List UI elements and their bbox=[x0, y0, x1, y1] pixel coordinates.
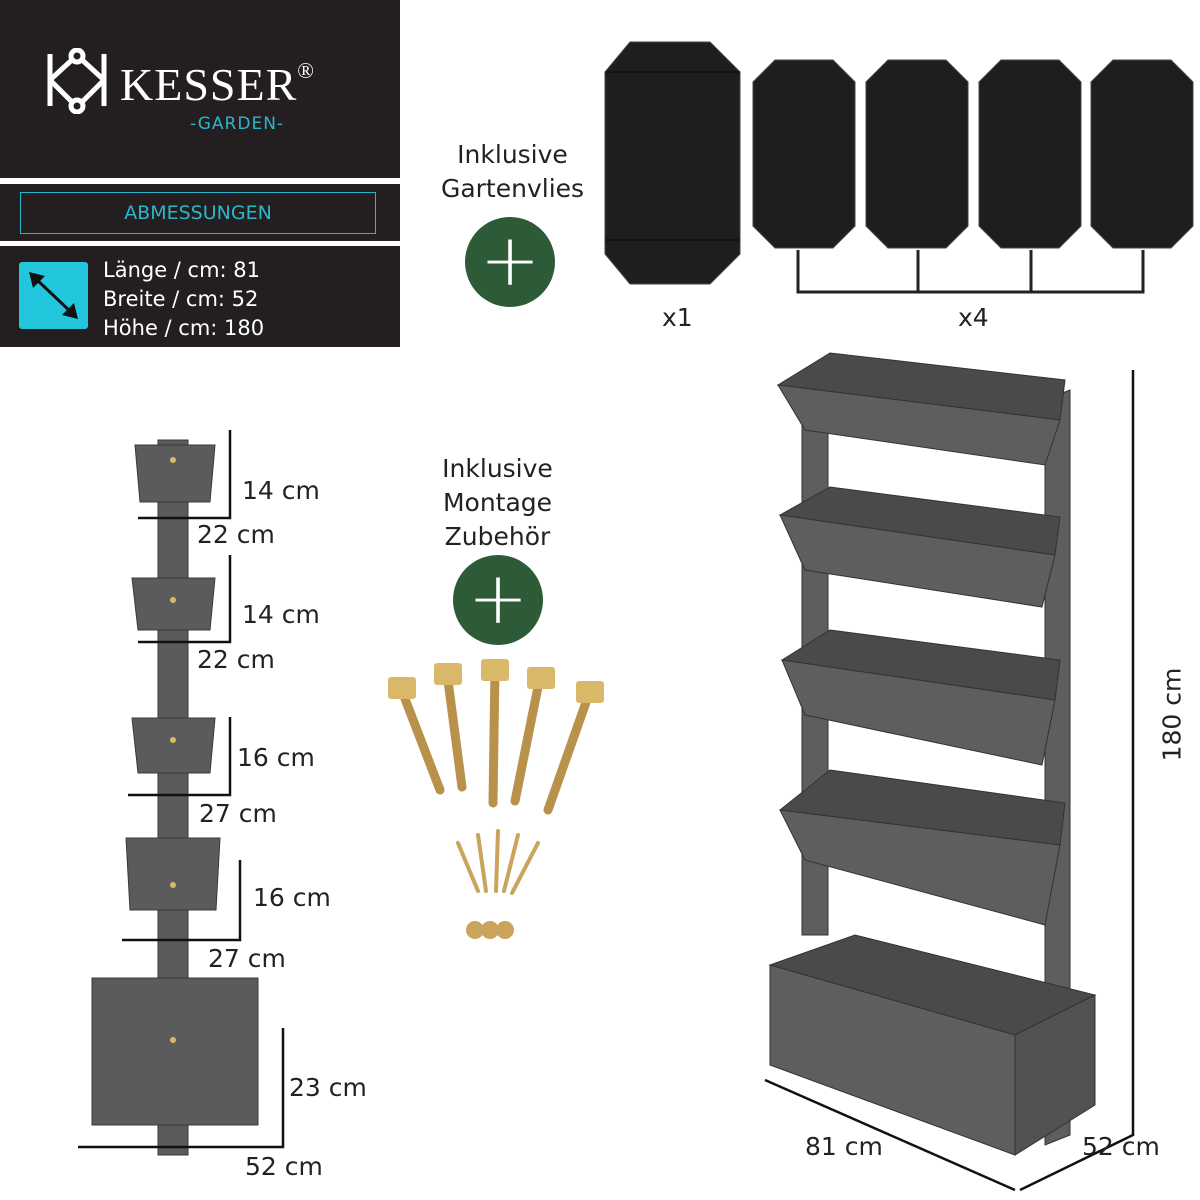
side-dim-3: 14 cm bbox=[242, 600, 320, 629]
tier bbox=[776, 352, 1066, 466]
small-screw bbox=[502, 833, 520, 893]
side-dim-6: 27 cm bbox=[199, 799, 277, 828]
side-dim-2: 22 cm bbox=[197, 520, 275, 549]
side-dim-4: 22 cm bbox=[197, 645, 275, 674]
fleece-large bbox=[604, 41, 741, 285]
kesser-monogram-logo bbox=[47, 48, 107, 114]
height-text: Höhe / cm: 180 bbox=[103, 316, 265, 340]
brand-subtitle: -GARDEN- bbox=[190, 114, 285, 134]
planter-box bbox=[91, 977, 259, 1126]
planter-box bbox=[134, 444, 216, 503]
dimensions-heading-panel bbox=[0, 184, 400, 241]
length-dim-label: 81 cm bbox=[805, 1132, 883, 1161]
plus-icon: + bbox=[465, 217, 555, 307]
side-dim-9: 23 cm bbox=[289, 1073, 367, 1102]
screw bbox=[397, 686, 445, 795]
screw bbox=[543, 686, 595, 815]
cap bbox=[466, 921, 484, 939]
length-text: Länge / cm: 81 bbox=[103, 258, 261, 282]
side-dim-8: 27 cm bbox=[208, 944, 286, 973]
planter-box bbox=[131, 717, 216, 774]
planter-perspective-drawing bbox=[764, 352, 1135, 1192]
small-screw bbox=[510, 841, 540, 895]
small-screw bbox=[456, 841, 480, 893]
brand-panel bbox=[0, 0, 400, 178]
side-dim-10: 52 cm bbox=[245, 1152, 323, 1181]
width-text: Breite / cm: 52 bbox=[103, 287, 259, 311]
screw bbox=[488, 662, 500, 808]
brand-name: KESSER® bbox=[120, 58, 315, 110]
height-dim-label: 180 cm bbox=[1157, 667, 1187, 762]
side-dim-5: 16 cm bbox=[237, 743, 315, 772]
fleece-count-small: x4 bbox=[958, 303, 989, 332]
screw bbox=[510, 672, 545, 806]
bottom-box bbox=[768, 934, 1097, 1156]
tier bbox=[778, 486, 1061, 608]
fleece-small bbox=[1090, 59, 1194, 249]
plus-icon: + bbox=[453, 555, 543, 645]
cap bbox=[481, 921, 499, 939]
garden-fleece-illustration bbox=[604, 41, 1194, 294]
side-dim-7: 16 cm bbox=[253, 883, 331, 912]
screws-illustration bbox=[388, 659, 604, 939]
side-dim-1: 14 cm bbox=[242, 476, 320, 505]
small-screw bbox=[476, 833, 488, 893]
screw bbox=[442, 668, 467, 792]
tier bbox=[780, 629, 1061, 766]
side-view-drawing bbox=[78, 430, 285, 1156]
fleece-small bbox=[865, 59, 969, 249]
fleece-small bbox=[978, 59, 1082, 249]
tier bbox=[778, 769, 1066, 926]
diagonal-arrow-icon bbox=[19, 262, 88, 329]
cap bbox=[496, 921, 514, 939]
dimensions-list: Länge / cm: 81 Breite / cm: 52 Höhe / cm… bbox=[103, 256, 264, 343]
planter-box bbox=[131, 577, 216, 631]
width-dim-label: 52 cm bbox=[1082, 1132, 1160, 1161]
fleece-small bbox=[752, 59, 856, 249]
fleece-count-large: x1 bbox=[662, 303, 693, 332]
planter-box bbox=[125, 837, 221, 911]
small-screw bbox=[494, 829, 500, 893]
dimensions-heading: ABMESSUNGEN bbox=[20, 192, 376, 234]
